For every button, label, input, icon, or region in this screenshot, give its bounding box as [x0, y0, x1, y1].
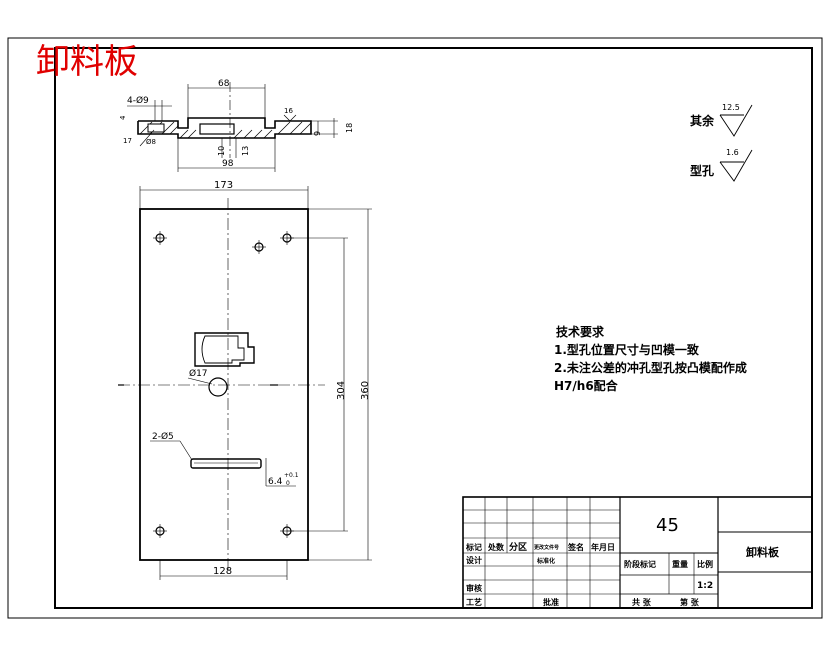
- label-weight: 重量: [672, 559, 688, 569]
- roughness-value-1: 12.5: [722, 103, 740, 112]
- scale-value: 1:2: [697, 581, 713, 591]
- dim-holes: 4-Ø9: [127, 95, 149, 106]
- outer-border: [7, 37, 823, 619]
- requirement-line-3: H7/h6配合: [554, 378, 619, 393]
- title-block: [462, 496, 813, 609]
- dim-18: 18: [345, 123, 354, 133]
- stamp-title: 卸料板: [36, 42, 138, 82]
- dim-13: 13: [241, 146, 250, 156]
- label-doc-no: 更改文件号: [534, 544, 559, 551]
- label-process: 工艺: [466, 597, 482, 607]
- drawing-frame: [54, 47, 813, 609]
- title-block-text: 45 卸料板 1:2 标记 处数 分区 更改文件号 签名 年月日 设计 标准化 …: [465, 515, 780, 607]
- dim-128: 128: [213, 566, 232, 577]
- dim-slot-width: 6.4: [268, 477, 283, 487]
- dim-8: Ø8: [146, 138, 156, 146]
- dim-17: 17: [123, 137, 132, 145]
- label-design: 设计: [466, 555, 482, 565]
- label-sheet: 第 张: [680, 597, 700, 607]
- dim-360: 360: [360, 381, 371, 400]
- material: 45: [656, 515, 679, 536]
- dim-10: 10: [217, 146, 226, 156]
- roughness-label-2: 型孔: [690, 163, 714, 178]
- dim-68: 68: [218, 79, 230, 89]
- label-sign: 签名: [567, 542, 584, 552]
- roughness-notes: 其余 12.5 型孔 1.6: [690, 103, 753, 182]
- roughness-label-1: 其余: [690, 113, 715, 128]
- label-ratio: 比例: [697, 559, 713, 569]
- label-date: 年月日: [591, 542, 615, 552]
- dim-304: 304: [336, 381, 347, 400]
- plan-view: 173 304 360 128 Ø17 2-Ø5 6.4 +0.1 0: [118, 180, 372, 580]
- label-count: 处数: [487, 542, 505, 552]
- dim-hole17: Ø17: [189, 368, 208, 379]
- label-total: 共 张: [632, 597, 652, 607]
- requirement-line-1: 1.型孔位置尺寸与凹模一致: [554, 342, 700, 357]
- section-view: 68 4-Ø9 4 17 Ø8 16 9 18 10 13 98: [119, 79, 354, 172]
- requirement-line-2: 2.未注公差的冲孔型孔按凸模配作成: [554, 360, 747, 375]
- technical-requirements: 技术要求 1.型孔位置尺寸与凹模一致 2.未注公差的冲孔型孔按凸模配作成 H7/…: [554, 324, 747, 393]
- dim-9: 9: [313, 131, 322, 136]
- dim-4: 4: [119, 115, 127, 120]
- requirements-heading: 技术要求: [556, 324, 605, 339]
- dim-98: 98: [222, 159, 234, 169]
- dim-16: 16: [284, 107, 293, 115]
- label-standard: 标准化: [536, 557, 555, 565]
- label-check: 审核: [466, 583, 482, 593]
- part-name: 卸料板: [746, 545, 780, 559]
- dim-tol-lower: 0: [286, 480, 290, 487]
- label-mark: 标记: [465, 542, 482, 552]
- dim-tol-upper: +0.1: [284, 472, 299, 479]
- roughness-value-2: 1.6: [726, 148, 739, 157]
- dim-slots: 2-Ø5: [152, 431, 174, 442]
- label-zone: 分区: [509, 541, 527, 553]
- label-stage: 阶段标记: [624, 559, 656, 569]
- dim-173: 173: [214, 180, 233, 191]
- label-approve: 批准: [543, 597, 559, 607]
